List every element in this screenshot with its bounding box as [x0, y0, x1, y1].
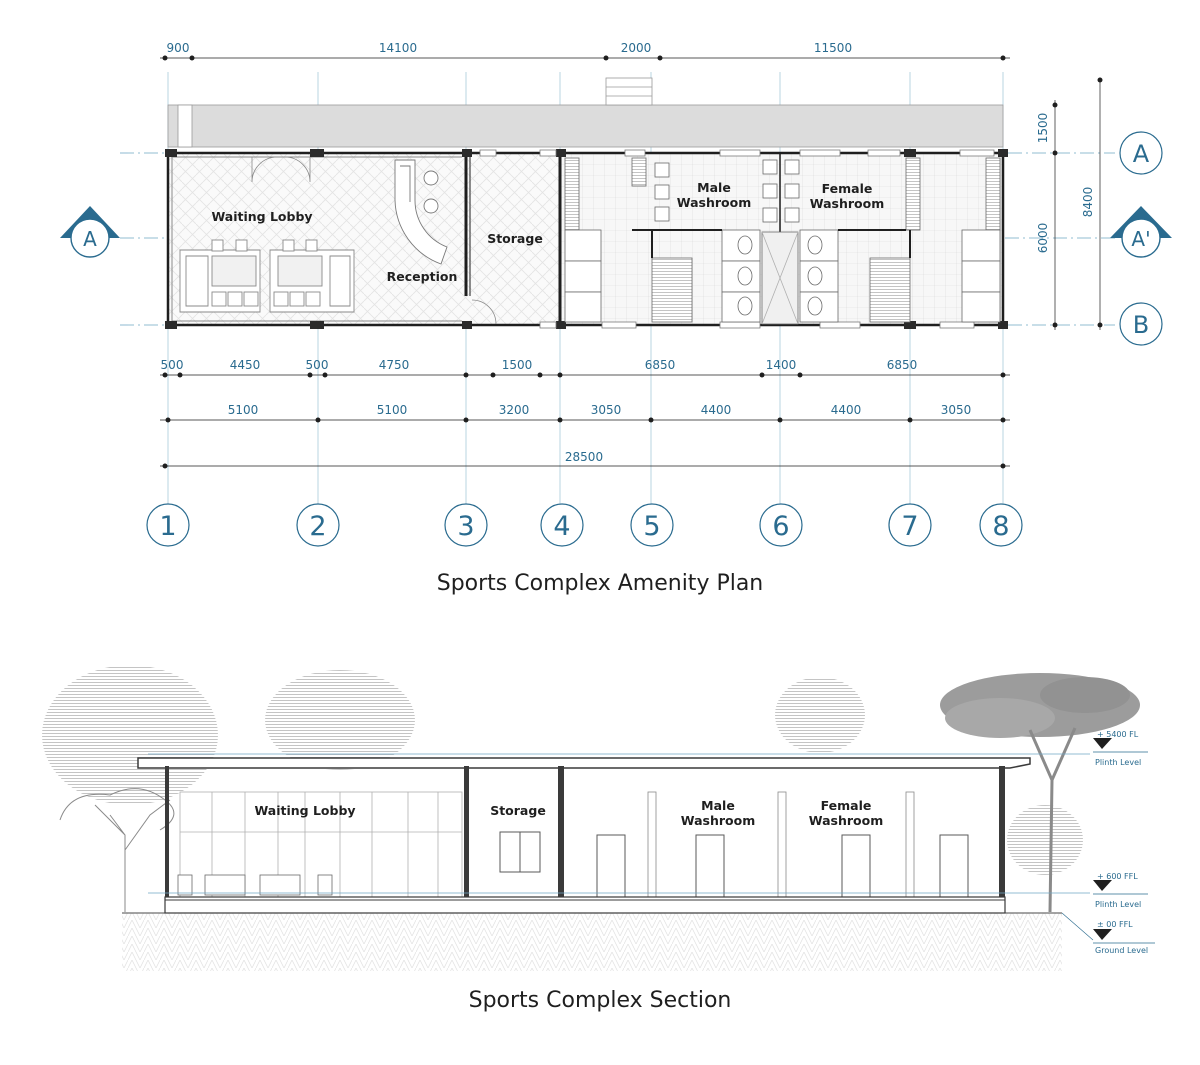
reception-desk: [394, 159, 448, 265]
floor-plan: 900 14100 2000 11500 1500 6000 8400 500 …: [60, 41, 1172, 596]
background-trees: [42, 665, 1083, 875]
grid-bubble-1: 1: [159, 511, 176, 542]
dim-top-900: 900: [167, 41, 190, 55]
grid-bubbles: [146, 131, 1163, 547]
dim-top-2000: 2000: [621, 41, 652, 55]
room-label-female-2: Washroom: [810, 196, 884, 211]
left-tree: [59, 788, 175, 912]
grid-bubble-4: 4: [553, 511, 570, 542]
ground-soil: [122, 913, 1062, 971]
grid-bubble-6: 6: [772, 511, 789, 542]
grid-bubble-B: B: [1133, 311, 1149, 339]
section-label-female-2: Washroom: [809, 813, 883, 828]
level-value-plinth: + 600 FFL: [1097, 872, 1138, 881]
section-label-male-2: Washroom: [681, 813, 755, 828]
window-openings: [479, 149, 995, 329]
room-label-male-1: Male: [697, 180, 731, 195]
dim-row2-3050b: 3050: [941, 403, 972, 417]
room-label-waiting-lobby: Waiting Lobby: [211, 209, 312, 224]
floor-slab: [148, 892, 1090, 914]
dim-row2-4400b: 4400: [831, 403, 862, 417]
level-value-roof: + 5400 FL: [1097, 730, 1139, 739]
grid-bubble-8: 8: [992, 511, 1009, 542]
lobby-door: [251, 156, 497, 325]
grid-bubble-2: 2: [309, 511, 326, 542]
grid-bubble-3: 3: [457, 511, 474, 542]
dim-row1-500b: 500: [306, 358, 329, 372]
overhang-edge: [177, 104, 193, 148]
dim-right-1500: 1500: [1036, 113, 1050, 144]
section-label-waiting-lobby: Waiting Lobby: [254, 803, 355, 818]
dim-row1-1500: 1500: [502, 358, 533, 372]
dim-row1-6850a: 6850: [645, 358, 676, 372]
roof-slab: [137, 757, 1031, 769]
section-label-female-1: Female: [821, 798, 872, 813]
columns: [165, 149, 1008, 329]
dim-row2-3200: 3200: [499, 403, 530, 417]
building-section: Waiting Lobby Storage Male Washroom Fema…: [42, 665, 1155, 1013]
dim-row1-500a: 500: [161, 358, 184, 372]
dim-row1-4750: 4750: [379, 358, 410, 372]
dim-ticks: [162, 55, 1103, 469]
section-doors: [596, 834, 969, 898]
dim-row2-5100a: 5100: [228, 403, 259, 417]
entry-steps: [605, 77, 653, 106]
dim-row2-5100b: 5100: [377, 403, 408, 417]
grid-bubble-A: A: [1133, 140, 1150, 168]
lobby-sofas: [179, 249, 355, 313]
level-label-roof: Plinth Level: [1095, 758, 1141, 767]
dim-row2-3050a: 3050: [591, 403, 622, 417]
dim-top-14100: 14100: [379, 41, 417, 55]
dim-right-8400: 8400: [1081, 187, 1095, 218]
level-label-plinth: Plinth Level: [1095, 900, 1141, 909]
section-mark-A-prime: A': [1131, 227, 1150, 251]
section-mark-A: A: [83, 227, 97, 251]
level-label-ground: Ground Level: [1095, 946, 1148, 955]
dim-total-28500: 28500: [565, 450, 603, 464]
lobby-stools: [211, 239, 318, 252]
dim-row1-1400: 1400: [766, 358, 797, 372]
room-label-female-1: Female: [822, 181, 873, 196]
level-value-ground: ± 00 FFL: [1097, 920, 1133, 929]
dim-right-6000: 6000: [1036, 223, 1050, 254]
section-label-storage: Storage: [490, 803, 546, 818]
room-label-male-2: Washroom: [677, 195, 751, 210]
room-label-reception: Reception: [387, 269, 458, 284]
dim-row1-6850b: 6850: [887, 358, 918, 372]
room-label-storage: Storage: [487, 231, 543, 246]
roof-overhang: [167, 104, 1004, 148]
washroom-fixtures: [564, 157, 1001, 325]
section-marker-right: A': [1110, 206, 1172, 258]
section-sofas: [177, 874, 333, 896]
storage-window: [499, 831, 541, 873]
section-title: Sports Complex Section: [469, 988, 732, 1013]
grid-bubble-5: 5: [643, 511, 660, 542]
dim-top-11500: 11500: [814, 41, 852, 55]
level-markers: [1061, 738, 1155, 944]
walls: [166, 151, 1005, 327]
plan-title: Sports Complex Amenity Plan: [437, 571, 764, 596]
grid-bubble-7: 7: [901, 511, 918, 542]
dim-row2-4400a: 4400: [701, 403, 732, 417]
section-label-male-1: Male: [701, 798, 735, 813]
section-marker-left: A: [60, 206, 120, 258]
pilasters: [647, 791, 915, 898]
dim-row1-4450: 4450: [230, 358, 261, 372]
section-columns: [165, 766, 1005, 900]
dim-lines: [160, 57, 1101, 467]
storage-floor: [466, 153, 560, 325]
